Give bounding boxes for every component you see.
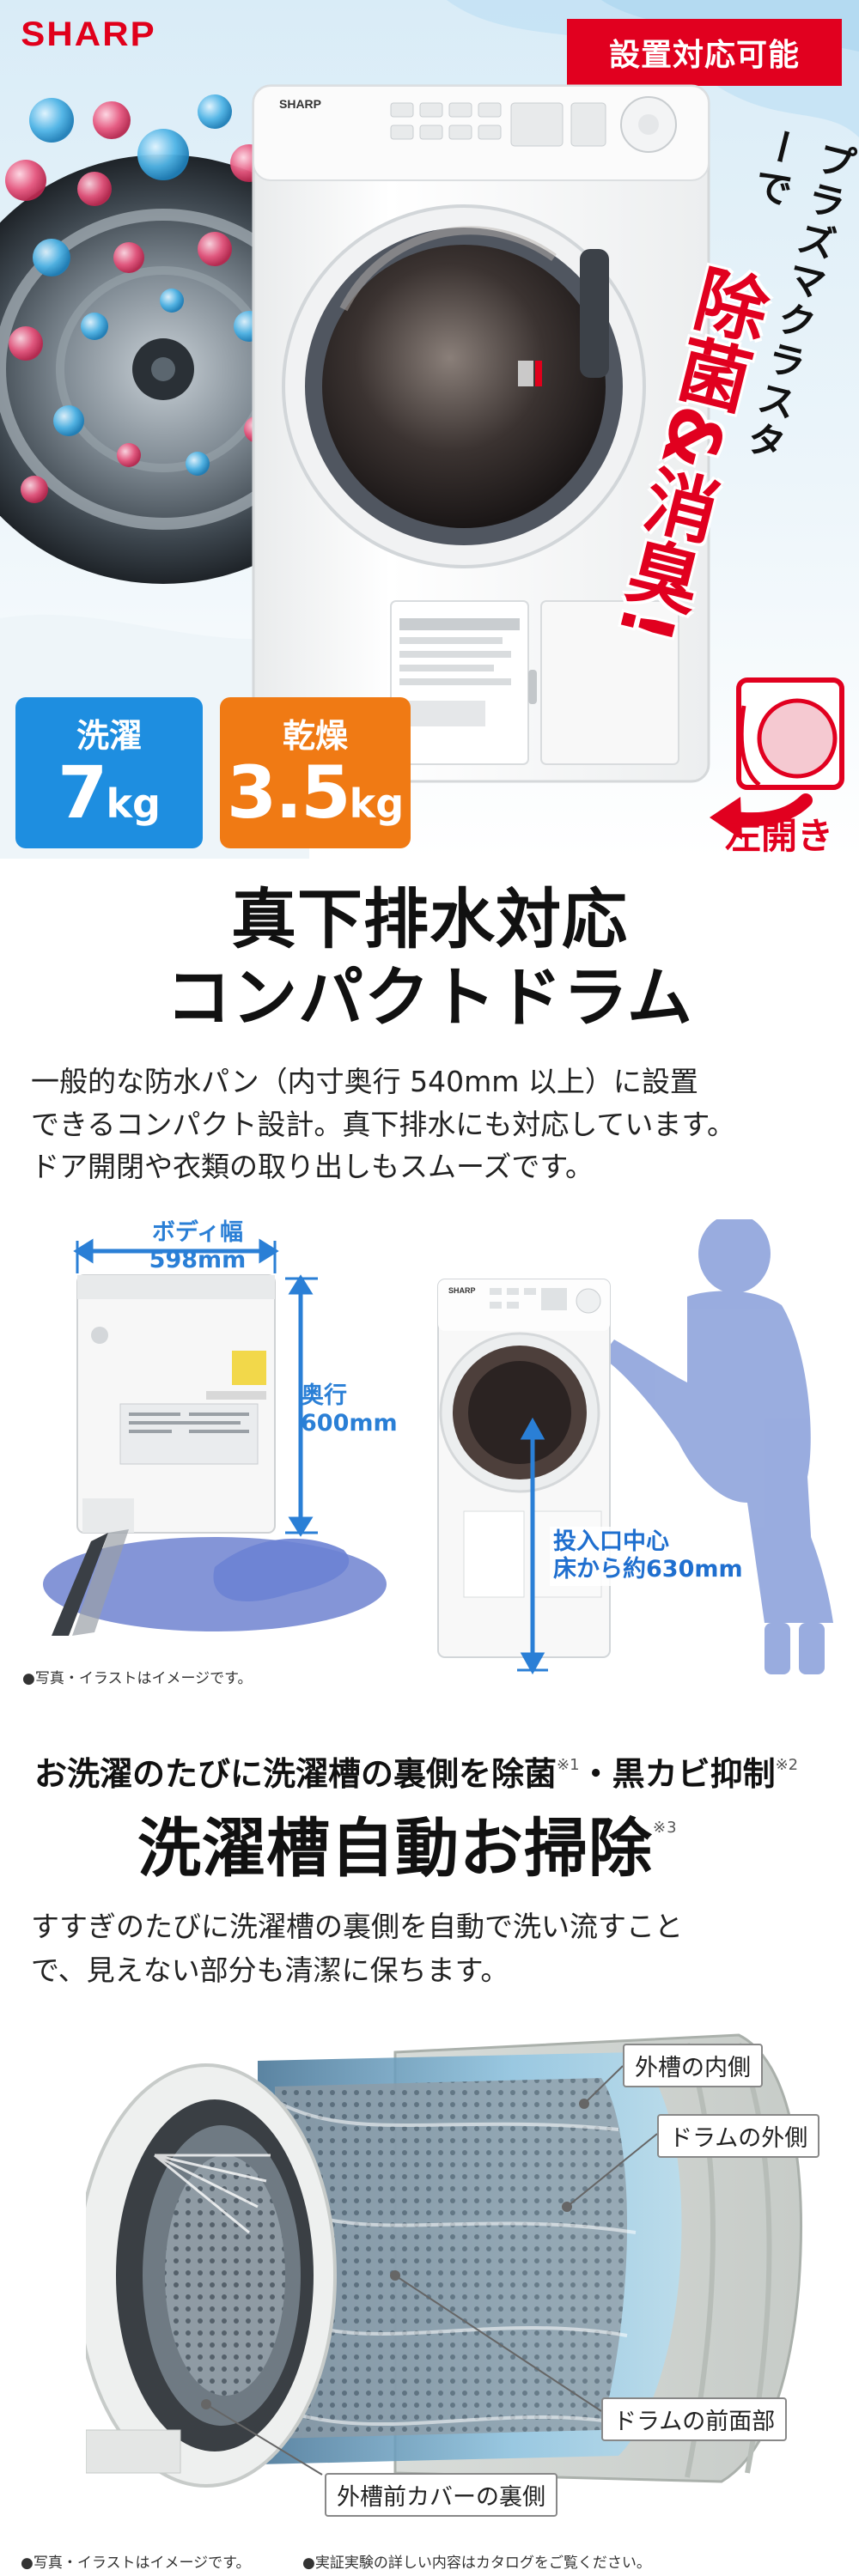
callout-cover-back: 外槽前カバーの裏側 xyxy=(325,2473,557,2517)
wash-unit: kg xyxy=(106,781,161,827)
wash-capacity-badge: 洗濯 7kg xyxy=(15,697,203,848)
dry-capacity-badge: 乾燥 3.5kg xyxy=(220,697,411,848)
title-line-2: コンパクトドラム xyxy=(166,959,693,1036)
body-width-label: ボディ幅 598mm xyxy=(112,1219,283,1275)
washer-front-with-person-illustration: SHARP xyxy=(437,1219,833,1675)
sharp-logo: SHARP xyxy=(21,15,156,53)
title-mark-3: ※3 xyxy=(653,1819,678,1837)
auto-clean-title-text: 洗濯槽自動お掃除 xyxy=(137,1812,653,1886)
left-open-arrow-icon xyxy=(710,677,844,840)
subtitle-part-a: お洗濯のたびに洗濯槽の裏側を除菌 xyxy=(34,1755,557,1793)
sterilization-subtitle: お洗濯のたびに洗濯槽の裏側を除菌※1・黒カビ抑制※2 xyxy=(34,1747,842,1795)
sec3-desc-line-1: すすぎのたびに洗濯槽の裏側を自動で洗い流すこと xyxy=(31,1910,683,1943)
depth-label: 奥行 600mm xyxy=(301,1382,398,1438)
subtitle-mark-1: ※1 xyxy=(557,1756,580,1774)
catalog-note: ●実証実験の詳しい内容はカタログをご覧ください。 xyxy=(302,2555,651,2572)
subtitle-mark-2: ※2 xyxy=(775,1756,799,1774)
auto-clean-title: 洗濯槽自動お掃除※3 xyxy=(137,1797,678,1889)
desc-line-3: ドア開閉や衣類の取り出しもスムーズです。 xyxy=(31,1150,594,1183)
depth-line-2: 600mm xyxy=(301,1410,398,1437)
hero-section: SHARP 設置対応可能 xyxy=(0,0,859,859)
opening-line-1: 投入口中心 xyxy=(553,1528,669,1555)
compact-drum-description: 一般的な防水パン（内寸奥行 540mm 以上）に設置 できるコンパクト設計。真下… xyxy=(31,1060,838,1188)
depth-line-1: 奥行 xyxy=(301,1382,347,1409)
callout-drum-outer: ドラムの外側 xyxy=(657,2114,820,2158)
auto-clean-description: すすぎのたびに洗濯槽の裏側を自動で洗い流すこと で、見えない部分も清潔に保ちます… xyxy=(31,1905,838,1992)
dry-unit: kg xyxy=(349,781,405,827)
desc-line-2: できるコンパクト設計。真下排水にも対応しています。 xyxy=(31,1107,736,1141)
image-note-2: ●写真・イラストはイメージです。 xyxy=(21,2555,251,2572)
body-width-line-1: ボディ幅 xyxy=(151,1219,244,1246)
opening-height-label: 投入口中心 床から約630mm xyxy=(550,1527,746,1586)
dry-label: 乾燥 xyxy=(282,717,348,755)
opening-line-2: 床から約630mm xyxy=(553,1556,743,1583)
svg-text:SHARP: SHARP xyxy=(279,97,321,111)
body-width-line-2: 598mm xyxy=(149,1247,247,1274)
wash-value: 7 xyxy=(58,750,107,835)
washer-product-image: SHARP xyxy=(252,84,710,783)
callout-drum-front: ドラムの前面部 xyxy=(601,2397,788,2441)
image-note: ●写真・イラストはイメージです。 xyxy=(22,1670,253,1687)
left-open-label: 左開き xyxy=(724,815,833,857)
dry-value: 3.5 xyxy=(226,750,351,835)
desc-line-1: 一般的な防水パン（内寸奥行 540mm 以上）に設置 xyxy=(31,1065,698,1098)
title-line-1: 真下排水対応 xyxy=(231,881,628,957)
install-badge: 設置対応可能 xyxy=(567,19,842,86)
washer-top-view-illustration xyxy=(43,1238,387,1636)
subtitle-part-b: ・黒カビ抑制 xyxy=(579,1755,776,1793)
wash-label: 洗濯 xyxy=(76,717,142,755)
sec3-desc-line-2: で、見えない部分も清潔に保ちます。 xyxy=(31,1953,509,1988)
compact-drum-title: 真下排水対応 コンパクトドラム xyxy=(0,880,859,1036)
svg-text:SHARP: SHARP xyxy=(448,1286,476,1295)
callout-outer-tub-inner: 外槽の内側 xyxy=(623,2044,763,2087)
